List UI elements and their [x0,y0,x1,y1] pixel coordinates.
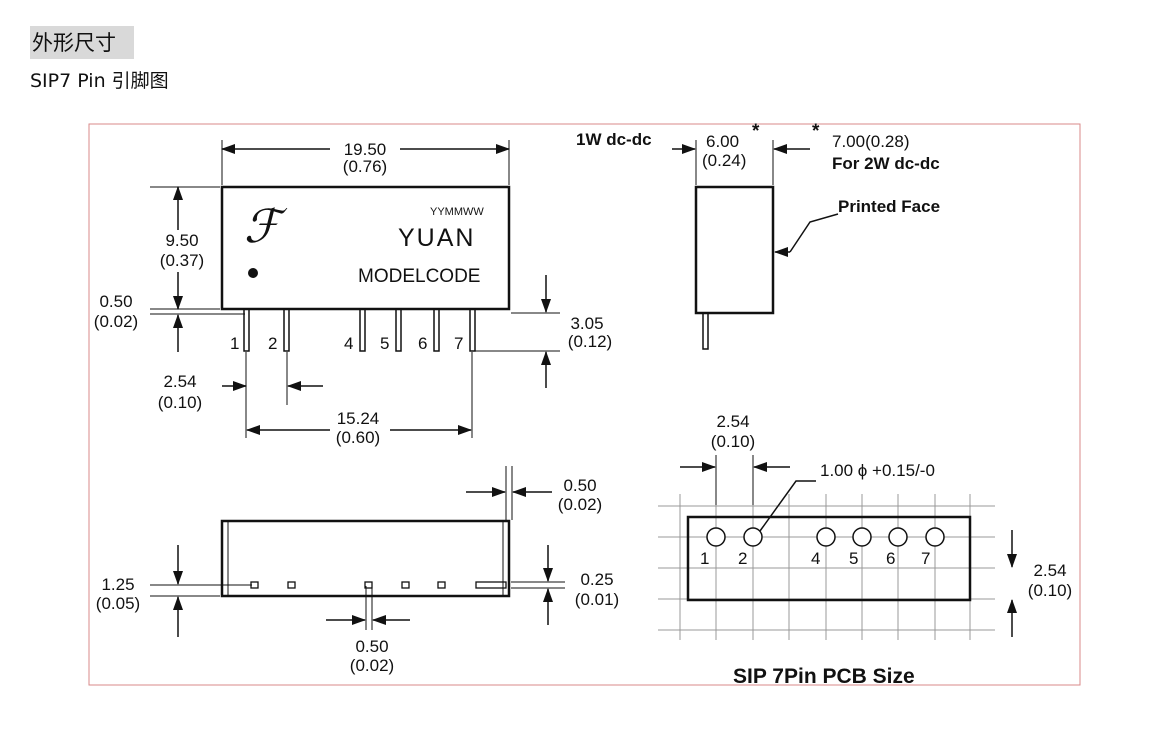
front-pins [243,308,476,352]
pcb-holes [706,527,945,547]
dim-2w-star: * [812,121,820,142]
side-view [672,140,839,350]
pcb-dim-row: 2.54 [1033,561,1066,580]
bottom-view [150,466,565,637]
dim-pin-width: 0.50 [563,476,596,495]
pcb-pin-labels: 1 2 4 5 6 7 [700,549,930,568]
pcb-outline [686,515,972,602]
svg-text:7: 7 [921,549,930,568]
svg-text:5: 5 [849,549,858,568]
pcb-caption: SIP 7Pin PCB Size [733,665,915,688]
front-view [150,140,560,438]
svg-text:2: 2 [268,334,277,353]
pcb-dim-pitch: 2.54 [716,412,749,431]
drawing-frame [88,123,1081,686]
dim-standoff-in: (0.02) [94,312,138,331]
model-code: MODELCODE [358,266,480,287]
svg-text:7: 7 [454,334,463,353]
dim-pitch: 2.54 [163,372,196,391]
date-code: YYMMWW [430,206,484,218]
svg-text:1: 1 [700,549,709,568]
dim-offset: 1.25 [101,575,134,594]
bottom-pads [250,581,507,589]
label-2w: For 2W dc-dc [832,154,940,173]
dim-pitch-in: (0.10) [158,393,202,412]
dim-offset-in: (0.05) [96,594,140,613]
pin1-dot [248,268,258,278]
front-pin-labels: 1 2 4 5 6 7 [230,334,463,353]
pcb-dim-pitch-in: (0.10) [711,432,755,451]
dim-1w: 6.00 [706,132,739,151]
printed-face-label: Printed Face [838,197,940,216]
pcb-view [658,455,1017,640]
dim-pin-w2: 0.50 [355,637,388,656]
dim-2w: 7.00(0.28) [832,132,910,151]
svg-text:4: 4 [344,334,353,353]
section-title: 外形尺寸 [30,26,134,59]
dim-width-in: (0.76) [343,157,387,176]
logo-glyph: ℱ [244,200,288,252]
dim-pin-thick: 0.25 [580,570,613,589]
side-body [694,185,775,315]
dim-1w-star: * [752,121,760,142]
label-1w: 1W dc-dc [576,130,652,149]
side-pin [702,312,709,350]
dim-1w-in: (0.24) [702,151,746,170]
svg-text:4: 4 [811,549,820,568]
dim-height-in: (0.37) [160,251,204,270]
dim-pin-length: 3.05 [570,314,603,333]
pcb-dim-row-in: (0.10) [1028,581,1072,600]
dim-standoff: 0.50 [99,292,132,311]
dim-pin-length-in: (0.12) [568,332,612,351]
dim-pin-thick-in: (0.01) [575,590,619,609]
svg-text:2: 2 [738,549,747,568]
dim-span: 15.24 [337,409,380,428]
hole-spec: 1.00 ϕ +0.15/-0 [820,461,935,480]
svg-text:6: 6 [886,549,895,568]
svg-text:5: 5 [380,334,389,353]
dim-span-in: (0.60) [336,428,380,447]
section-subtitle: SIP7 Pin 引脚图 [30,70,169,92]
dim-pin-w2-in: (0.02) [350,656,394,675]
brand-name: YUAN [398,224,475,252]
dim-width: 19.50 [344,140,387,159]
dim-height: 9.50 [165,231,198,250]
dim-pin-width-in: (0.02) [558,495,602,514]
svg-text:1: 1 [230,334,239,353]
svg-text:6: 6 [418,334,427,353]
